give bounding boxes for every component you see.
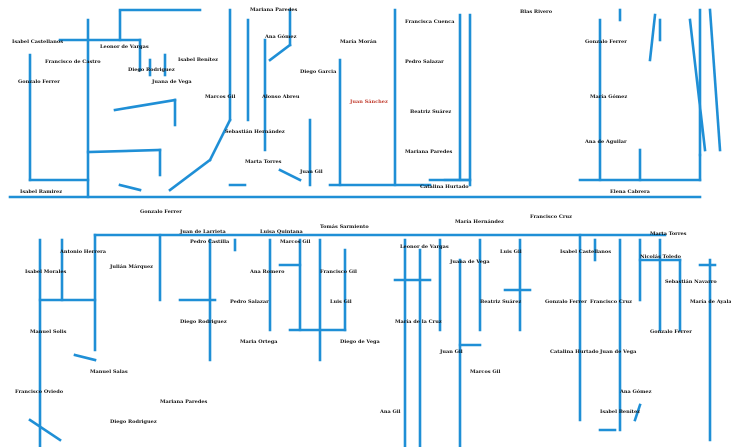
connector-line: [278, 168, 302, 182]
connector-line: [708, 8, 722, 152]
person-name: Francisco Cruz: [590, 299, 632, 305]
person-name: Beatriz Suárez: [410, 109, 452, 115]
person-name: Luisa Quintana: [260, 229, 303, 235]
person-name: Isabel Castellanos: [12, 39, 64, 45]
person-name: Diego Rodriguez: [180, 319, 227, 325]
person-name: Gonzalo Ferrer: [650, 329, 692, 335]
person-name: Julián Márquez: [110, 264, 153, 270]
connector-line: [208, 118, 232, 162]
person-name: Nicolás Toledo: [640, 254, 681, 260]
connector-line: [28, 418, 62, 442]
person-name: Gonzalo Ferrer: [585, 39, 627, 45]
person-name: Maria Ortega: [240, 339, 278, 345]
person-name: Juana de Vega: [450, 259, 490, 265]
person-name: Leonor de Vargas: [400, 244, 449, 250]
person-name: Gonzalo Ferrer: [140, 209, 182, 215]
person-name: Elena Cabrera: [610, 189, 650, 195]
person-name: Juana de Vega: [152, 79, 192, 85]
person-name: Manuel Salas: [90, 369, 128, 375]
person-name: Luis Gil: [500, 249, 522, 255]
person-name: Juan de Larrieta: [180, 229, 226, 235]
person-name: Luis Gil: [330, 299, 352, 305]
person-name: María Gómez: [590, 94, 628, 100]
connector-line: [73, 353, 97, 362]
person-name: Sebastián Hernández: [225, 129, 285, 135]
person-name: Ana Gómez: [620, 389, 652, 395]
connector-line: [86, 148, 162, 154]
person-name: Pedro Salazar: [405, 59, 444, 65]
connector-line: [633, 403, 642, 422]
connector-line: [118, 183, 142, 192]
connector-lines: [8, 8, 722, 447]
person-name: Ana Gómez: [265, 34, 297, 40]
person-name: Pedro Castilla: [190, 239, 230, 245]
person-name: Marta Torres: [650, 231, 687, 237]
connector-line: [168, 158, 212, 192]
person-name: Leonor de Vargas: [100, 44, 149, 50]
person-name: Catalina Hurtado: [550, 349, 599, 355]
person-name: Isabel Morales: [25, 269, 67, 275]
person-name: Juan Sánchez: [350, 99, 388, 105]
person-name: Diego Rodriguez: [110, 419, 157, 425]
person-name: Ana de Aguilar: [585, 139, 627, 145]
person-name: Diego de Vega: [340, 339, 380, 345]
person-name: Blas Rivero: [520, 9, 553, 15]
connector-line: [113, 98, 177, 112]
person-name: Beatriz Suárez: [480, 299, 522, 305]
connector-line: [648, 13, 657, 62]
person-name: Francisco de Castro: [45, 59, 101, 65]
person-name: Isabel Ramirez: [20, 189, 63, 195]
person-name: Isabel Benítez: [600, 409, 640, 415]
person-name: Tomás Sarmiento: [320, 224, 369, 230]
person-name: Isabel Castellanos: [560, 249, 612, 255]
person-name: Mariana Paredes: [160, 399, 208, 405]
person-name: Diego Rodriguez: [128, 67, 175, 73]
person-name: Gonzalo Ferrer: [18, 79, 60, 85]
person-name: Marcos Gil: [205, 94, 236, 100]
person-name: Francisca Cuenca: [405, 19, 455, 25]
person-name: Manuel Solis: [30, 329, 67, 335]
person-name: María de Ayala: [690, 299, 731, 305]
person-name: Francisco Oviedo: [15, 389, 64, 395]
person-name: María Morán: [340, 39, 377, 45]
person-name: Ana Gil: [380, 409, 401, 415]
person-name: Mariana Paredes: [250, 7, 298, 13]
person-name: Sebastián Navarro: [665, 279, 717, 285]
person-name: Marcos Gil: [470, 369, 501, 375]
person-name: Juan de Vega: [600, 349, 637, 355]
person-name: Gonzalo Ferrer: [545, 299, 587, 305]
person-name: Juan Gil: [440, 349, 463, 355]
person-name: Catalina Hurtado: [420, 184, 469, 190]
person-name: Francisco Cruz: [530, 214, 572, 220]
person-name: Ana Romero: [250, 269, 285, 275]
person-name: Isabel Benítez: [178, 57, 218, 63]
person-name: Marcos Gil: [280, 239, 311, 245]
person-name: María de la Cruz: [395, 319, 442, 325]
person-name: Antonio Herrera: [60, 249, 106, 255]
person-name: Marta Torres: [245, 159, 282, 165]
person-name: Alonso Abreu: [262, 94, 300, 100]
person-name: Francisco Gil: [320, 269, 357, 275]
connector-line: [688, 18, 707, 152]
person-name: Diego Garcia: [300, 69, 337, 75]
person-name: Juan Gil: [300, 169, 323, 175]
person-name: María Hernández: [455, 219, 504, 225]
person-name: Pedro Salazar: [230, 299, 269, 305]
connector-line: [268, 43, 292, 62]
person-name: Mariana Paredes: [405, 149, 453, 155]
